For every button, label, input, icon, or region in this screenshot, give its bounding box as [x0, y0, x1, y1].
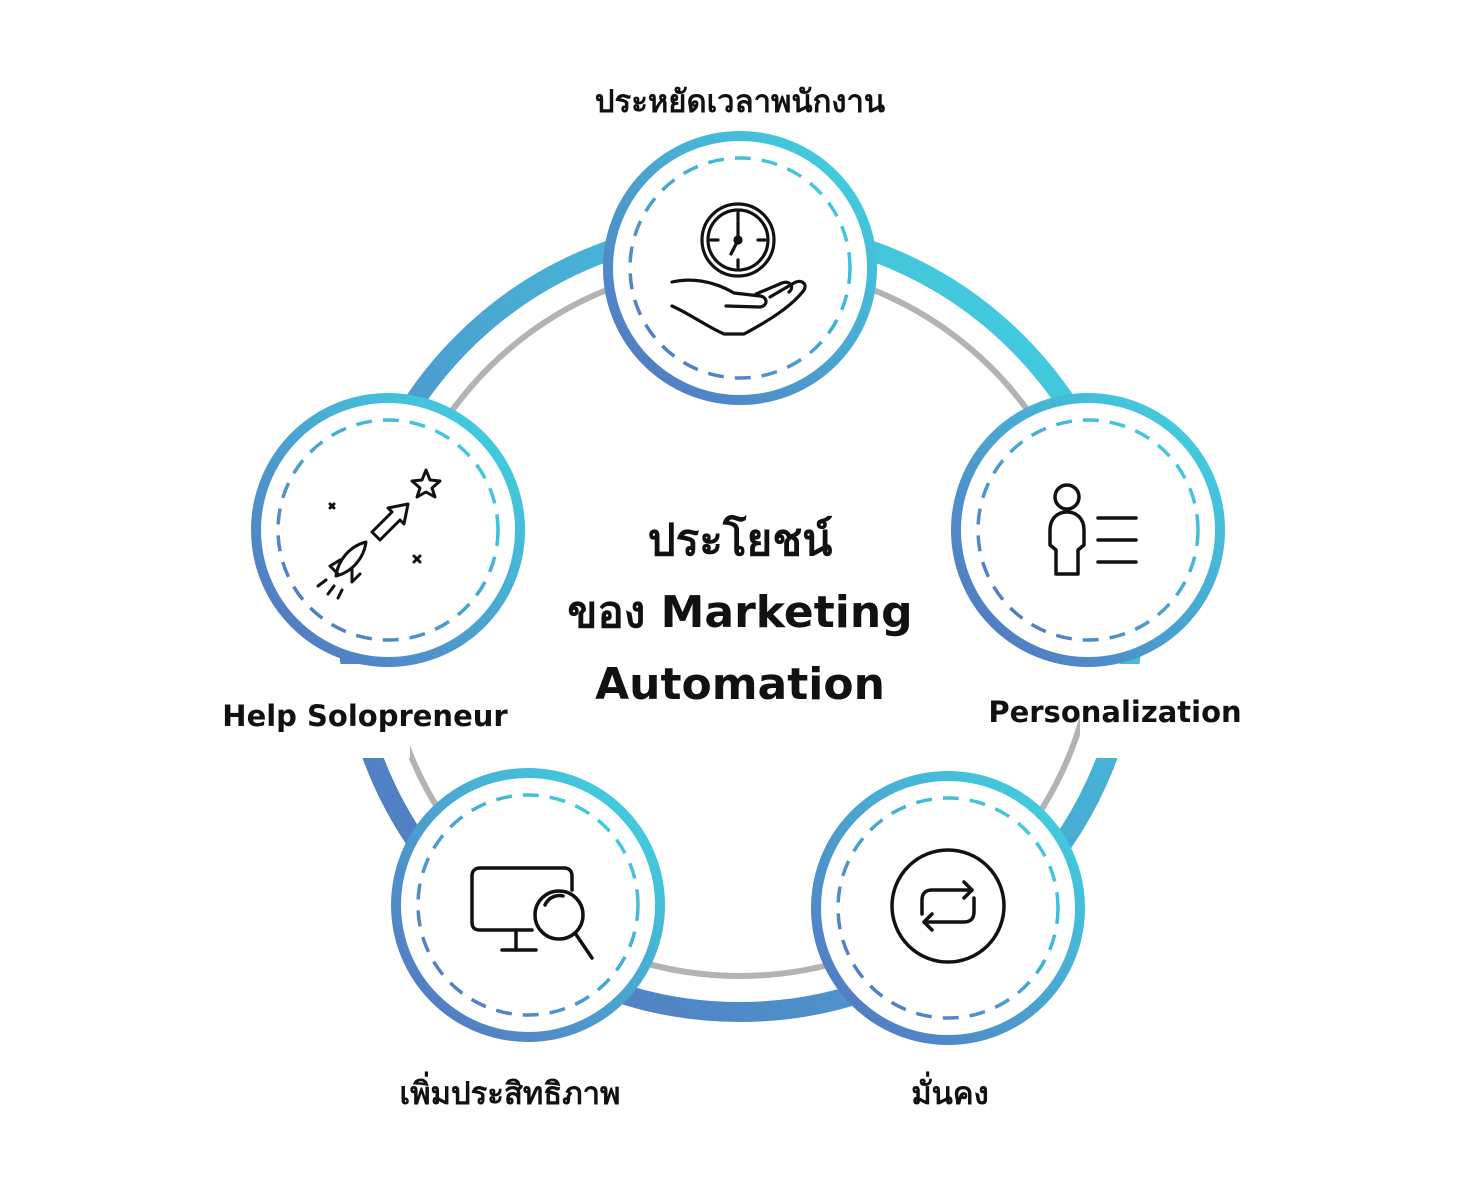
- clock-in-hand-icon: [670, 202, 807, 336]
- center-title-line3: Automation: [595, 659, 885, 710]
- node-left: [251, 393, 525, 667]
- node-bottom-left-label: เพิ่มประสิทธิภาพ: [399, 1076, 621, 1112]
- node-right-label: Personalization: [988, 695, 1242, 729]
- monitor-search-icon: [470, 866, 594, 960]
- center-title: ประโยชน์ ของ Marketing Automation: [480, 505, 1000, 721]
- node-left-label: Help Solopreneur: [222, 699, 508, 733]
- center-title-line2: ของ Marketing: [567, 587, 913, 638]
- label-gap-left: [320, 664, 410, 758]
- node-bottom-left: [391, 768, 665, 1042]
- node-top-label: ประหยัดเวลาพนักงาน: [594, 84, 886, 120]
- node-bottom-right-label: มั่นคง: [911, 1076, 989, 1112]
- node-bottom-right: [811, 771, 1085, 1045]
- repeat-arrows-icon: [890, 848, 1006, 964]
- user-list-icon: [1048, 483, 1138, 576]
- rocket-star-icon: [316, 468, 442, 600]
- node-right: [951, 393, 1225, 667]
- center-title-line1: ประโยชน์: [647, 515, 833, 566]
- label-gap-right: [1080, 664, 1160, 758]
- node-top: [603, 131, 877, 405]
